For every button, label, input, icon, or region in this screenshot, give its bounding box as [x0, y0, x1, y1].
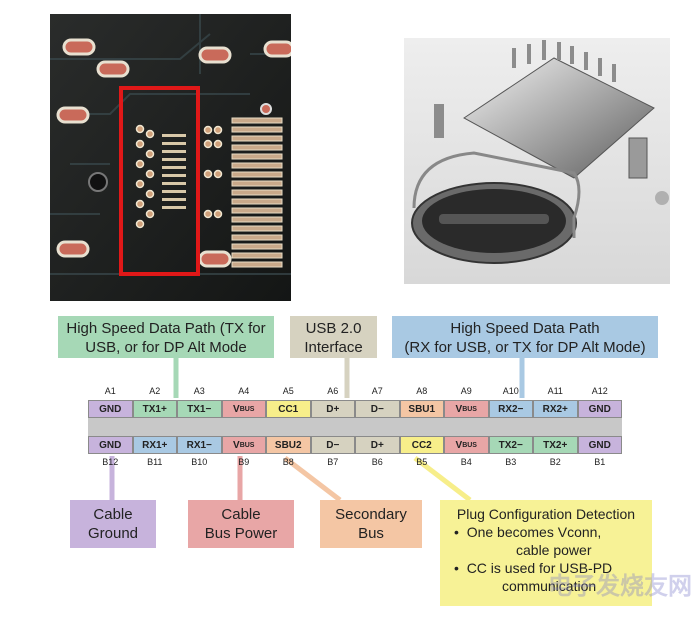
callout-hs-rx: High Speed Data Path (RX for USB, or TX …: [392, 316, 658, 358]
pcb-drawing: [50, 14, 291, 301]
callout-usb2-line2: Interface: [304, 339, 363, 356]
pin-number-a9: A9: [460, 386, 472, 396]
callout-sbu-line1: Secondary: [335, 506, 407, 523]
pin-bottom-b11: RX1+: [132, 436, 177, 454]
pin-number-b11: B11: [147, 457, 163, 467]
callout-hs-tx-line1: High Speed Data Path (TX for: [66, 320, 266, 337]
callout-sbu-line2: Bus: [358, 525, 384, 542]
pin-bottom-b5: CC2: [399, 436, 444, 454]
callout-gnd-line1: Cable: [93, 506, 133, 523]
pin-top-a2: TX1+: [132, 400, 177, 418]
pin-top-a3: TX1−: [177, 400, 222, 418]
pin-top-a7: D−: [355, 400, 400, 418]
pin-number-b9: B9: [238, 457, 250, 467]
pin-bottom-b6: D+: [355, 436, 400, 454]
pin-number-a11: A11: [547, 386, 563, 396]
pin-bottom-b8: SBU2: [266, 436, 311, 454]
pin-separator: [88, 418, 622, 436]
callout-cc-bullet2-text: CC is used for USB-PD: [466, 560, 613, 576]
pin-number-a4: A4: [238, 386, 250, 396]
pin-number-b10: B10: [191, 457, 208, 467]
pin-top-a10: RX2−: [488, 400, 533, 418]
highlight-box: [119, 86, 200, 276]
callout-cc-bullet1: • One becomes Vconn,: [454, 524, 602, 540]
pin-top-a8: SBU1: [399, 400, 444, 418]
callout-hs-rx-line2: (RX for USB, or TX for DP Alt Mode): [404, 339, 646, 356]
pin-number-a12: A12: [591, 386, 608, 396]
callout-hs-tx-line2: USB, or for DP Alt Mode: [85, 339, 247, 356]
usb-c-connector-photo: [404, 38, 670, 284]
pin-number-a8: A8: [416, 386, 428, 396]
pin-bottom-b3: TX2−: [488, 436, 533, 454]
callout-cable-ground: Cable Ground: [70, 500, 156, 548]
pin-number-b3: B3: [505, 457, 517, 467]
callout-plug-config: Plug Configuration Detection • One becom…: [440, 500, 652, 606]
pin-bottom-b10: RX1−: [177, 436, 222, 454]
pin-number-b5: B5: [416, 457, 428, 467]
pin-number-a5: A5: [282, 386, 294, 396]
pin-number-a10: A10: [502, 386, 519, 396]
pin-bottom-b7: D−: [310, 436, 355, 454]
pin-top-a1: GND: [88, 400, 133, 418]
connector-drawing: [404, 38, 670, 284]
pin-number-a1: A1: [104, 386, 116, 396]
pin-top-a5: CC1: [266, 400, 311, 418]
callout-cc-bullet1-text: One becomes Vconn,: [466, 524, 602, 540]
pin-bottom-b1: GND: [577, 436, 622, 454]
callout-hs-tx: High Speed Data Path (TX for USB, or for…: [58, 316, 274, 358]
callout-cc-bullet2-cont: communication: [502, 578, 597, 594]
pin-top-a12: GND: [577, 400, 622, 418]
callout-cc-bullet1-cont: cable power: [516, 542, 592, 558]
pin-number-b12: B12: [102, 457, 119, 467]
pin-number-b7: B7: [327, 457, 339, 467]
callout-vbus-line2: Bus Power: [204, 525, 278, 542]
callout-cc-title: Plug Configuration Detection: [456, 506, 636, 522]
pin-number-a3: A3: [193, 386, 205, 396]
callout-vbus-line1: Cable: [221, 506, 261, 523]
pcb-footprint-photo: [50, 14, 291, 301]
pin-number-b6: B6: [371, 457, 383, 467]
callout-cable-bus-power: Cable Bus Power: [188, 500, 294, 548]
callout-secondary-bus: Secondary Bus: [320, 500, 422, 548]
pin-top-a11: RX2+: [533, 400, 578, 418]
callout-cc-bullet2: • CC is used for USB-PD: [454, 560, 613, 576]
pin-top-a6: D+: [310, 400, 355, 418]
callout-usb2-line1: USB 2.0: [305, 320, 362, 337]
pin-number-a2: A2: [149, 386, 161, 396]
pin-bottom-b2: TX2+: [533, 436, 578, 454]
watermark: 电子发烧友网: [548, 573, 692, 600]
callout-gnd-line2: Ground: [87, 525, 139, 542]
pin-number-a6: A6: [327, 386, 339, 396]
callout-hs-rx-line1: High Speed Data Path: [450, 320, 600, 337]
pin-number-b2: B2: [549, 457, 561, 467]
pin-number-b4: B4: [460, 457, 472, 467]
pin-number-b8: B8: [282, 457, 294, 467]
pin-number-b1: B1: [594, 457, 606, 467]
pin-bottom-b12: GND: [88, 436, 133, 454]
pin-number-a7: A7: [371, 386, 383, 396]
callout-usb2: USB 2.0 Interface: [290, 316, 377, 358]
